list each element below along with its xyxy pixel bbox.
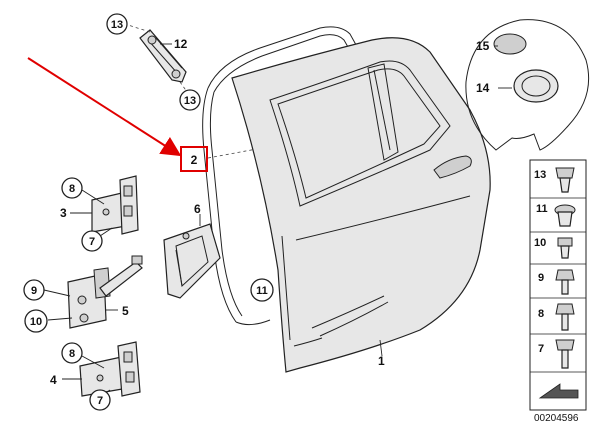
svg-text:13: 13 [111, 19, 123, 31]
clip-nut-icon [555, 167, 575, 193]
svg-text:7: 7 [89, 236, 95, 248]
catalog-arrow-icon [534, 378, 582, 402]
hinge-upper-part-3 [91, 175, 139, 235]
fastener-label-9: 9 [538, 272, 544, 284]
hex-bolt-icon [555, 269, 575, 295]
svg-text:2: 2 [191, 153, 198, 167]
hinge-lower-part-4 [79, 341, 141, 397]
callout-12: 12 [174, 37, 188, 51]
detail-magnifier [465, 19, 590, 151]
svg-text:9: 9 [31, 285, 37, 297]
fastener-label-11: 11 [536, 203, 548, 215]
callout-8-bot: 8 [61, 342, 83, 364]
callout-3: 3 [60, 206, 67, 220]
callout-4: 4 [50, 373, 57, 387]
fastener-label-7: 7 [538, 343, 544, 355]
door-stop-part-5 [67, 255, 143, 329]
callout-6: 6 [194, 202, 201, 216]
svg-text:10: 10 [30, 316, 42, 328]
fastener-panel [529, 159, 587, 411]
catalog-ref-number: 00204596 [534, 413, 579, 424]
weatherstrip-part-2 [202, 26, 361, 326]
callout-2-highlighted: 2 [180, 146, 208, 172]
callout-11: 11 [250, 278, 274, 302]
svg-text:8: 8 [69, 348, 75, 360]
expanding-rivet-icon [554, 204, 576, 227]
red-pointer-arrow [27, 57, 182, 157]
torx-bolt-icon [555, 339, 575, 369]
hex-screw-icon [555, 303, 575, 331]
door-check-part-6 [163, 223, 221, 299]
callout-13-top: 13 [106, 13, 128, 35]
callout-10: 10 [24, 309, 48, 333]
fastener-label-10: 10 [534, 237, 546, 249]
svg-text:7: 7 [97, 395, 103, 407]
plastic-nut-icon [557, 237, 573, 259]
door-shell-part-1 [231, 37, 491, 373]
callout-15: 15 [476, 39, 490, 53]
callout-13-mid: 13 [179, 89, 201, 111]
callout-8-top: 8 [61, 177, 83, 199]
svg-text:8: 8 [69, 183, 75, 195]
callout-14: 14 [476, 81, 490, 95]
callout-7-top: 7 [81, 230, 103, 252]
callout-5: 5 [122, 304, 129, 318]
svg-text:15: 15 [476, 39, 490, 53]
svg-text:13: 13 [184, 95, 196, 107]
svg-text:14: 14 [476, 81, 490, 95]
svg-text:11: 11 [256, 285, 268, 297]
callout-1: 1 [378, 354, 385, 368]
callout-9: 9 [23, 279, 45, 301]
fastener-label-8: 8 [538, 308, 544, 320]
callout-7-bot: 7 [89, 389, 111, 411]
fastener-label-13: 13 [534, 169, 546, 181]
